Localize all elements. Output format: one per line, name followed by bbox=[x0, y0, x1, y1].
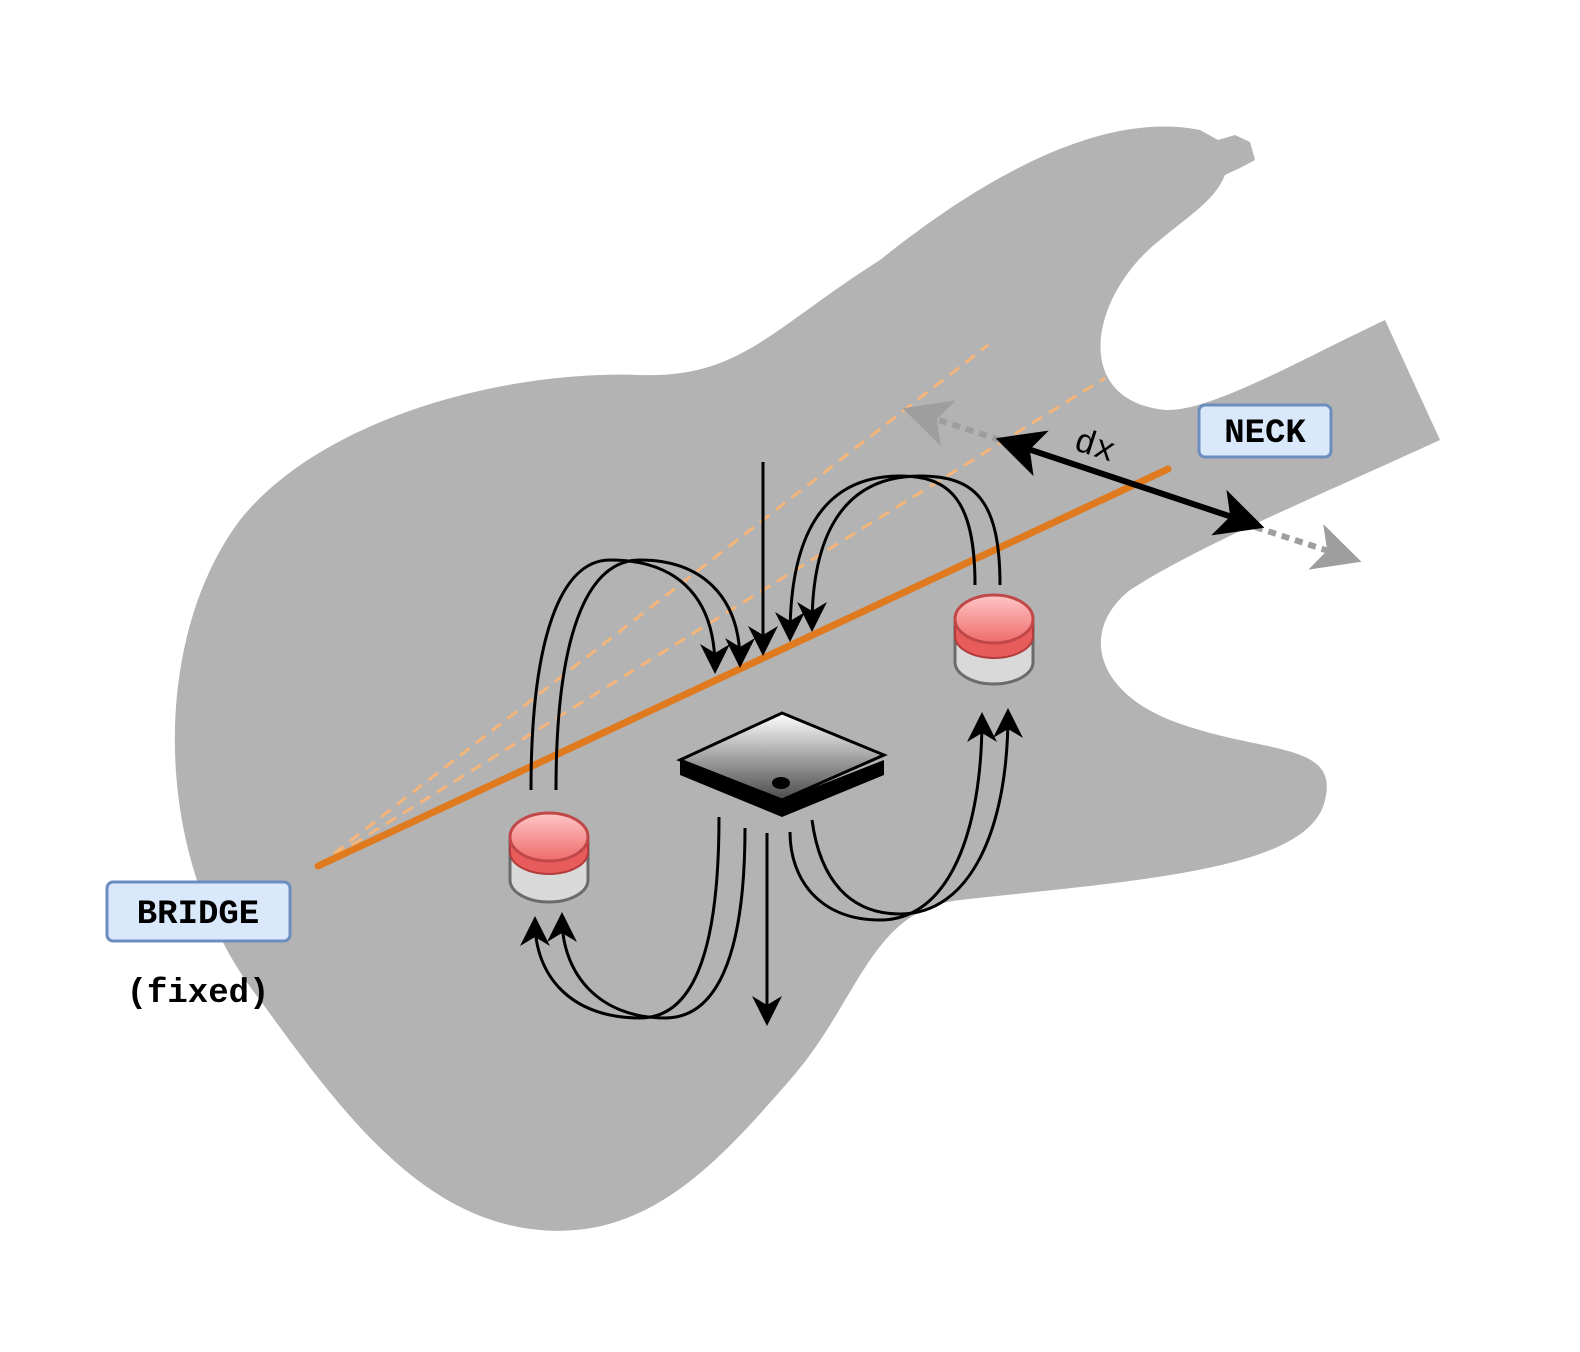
bridge-fixed-note: (fixed) bbox=[127, 975, 270, 1013]
field-line-left-inner bbox=[554, 558, 755, 791]
guitar-body-shape bbox=[174, 126, 1440, 1231]
dx-ghost-arrow-right bbox=[1254, 524, 1362, 570]
dx-ghost-arrow-left bbox=[902, 400, 1001, 446]
dx-arrow-left-half bbox=[995, 430, 1131, 486]
hall-sensor-chip bbox=[676, 711, 888, 817]
neck-tag: NECK bbox=[1197, 403, 1333, 459]
neck-label: NECK bbox=[1224, 415, 1306, 453]
magnet-left bbox=[508, 811, 590, 904]
field-line-right-inner bbox=[797, 474, 1002, 632]
field-line-left-outer bbox=[529, 558, 730, 791]
string-ghost-1 bbox=[317, 343, 989, 868]
field-line-lower-left-inner bbox=[547, 827, 747, 1020]
dx-arrow-right-half bbox=[1129, 480, 1265, 536]
chip-pin1-dot bbox=[772, 777, 790, 789]
bridge-tag: BRIDGE bbox=[105, 880, 292, 943]
magnet-right bbox=[953, 593, 1035, 686]
field-line-lower-right-outer bbox=[788, 712, 997, 922]
bridge-label: BRIDGE bbox=[137, 896, 259, 934]
string-ghost-2 bbox=[317, 376, 1106, 868]
field-line-lower-right-inner bbox=[810, 708, 1023, 916]
